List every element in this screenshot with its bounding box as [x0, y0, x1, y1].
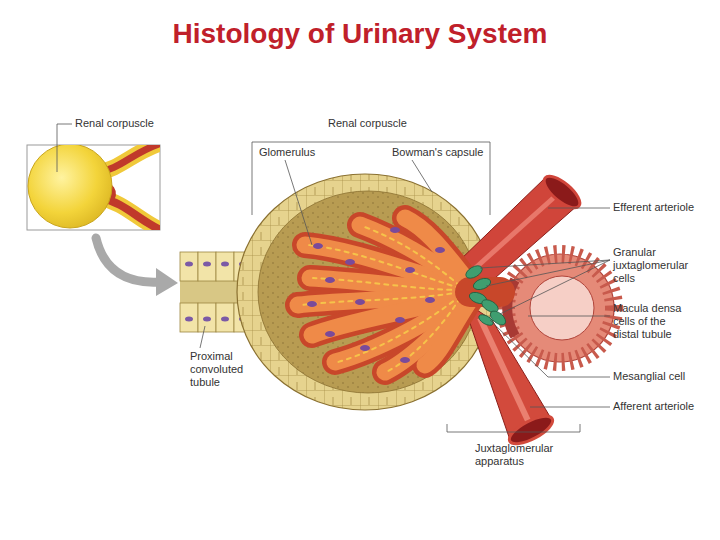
juxtaglomerular-cells [464, 263, 485, 281]
juxtaglomerular-cells [472, 276, 492, 292]
distal-tubule [530, 276, 594, 340]
glomerulus [325, 331, 335, 337]
glomerulus [302, 292, 460, 305]
proximal-tubule [221, 262, 229, 267]
glomerulus [313, 278, 460, 290]
part-label: Proximal convoluted tubule [190, 350, 254, 389]
glomerulus [307, 301, 317, 307]
part-label: Mesanglial cell [613, 370, 713, 383]
part-label: Renal corpuscle [328, 117, 438, 130]
pointer-arrow [156, 268, 178, 296]
efferent-arteriole [458, 171, 585, 300]
page-title: Histology of Urinary System [0, 18, 720, 50]
leader-lines [200, 142, 610, 432]
part-label: Juxtaglomerular apparatus [475, 442, 570, 468]
leader-lines [285, 160, 312, 245]
glomerulus [435, 247, 445, 253]
proximal-tubule [203, 317, 211, 322]
proximal-tubule [185, 262, 193, 267]
proximal-tubule [216, 303, 234, 332]
glomerulus [405, 267, 415, 273]
proximal-tubule [180, 303, 198, 332]
bowmans-capsule [237, 174, 493, 410]
proximal-tubule [198, 252, 216, 281]
glomerulus [298, 218, 500, 372]
proximal-tubule [180, 252, 198, 281]
pointer-arrow [96, 238, 160, 282]
inset-frame [27, 124, 165, 232]
part-label: Granular juxtaglomerular cells [613, 246, 701, 285]
proximal-tubule [198, 303, 216, 332]
glomerulus [385, 298, 470, 372]
leader-lines [530, 407, 610, 408]
glomerulus [313, 243, 323, 249]
glomerulus [302, 226, 460, 371]
part-label: Renal corpuscle [75, 117, 175, 130]
glomerulus [355, 299, 365, 305]
leader-lines [447, 424, 580, 432]
glomerulus [425, 300, 470, 365]
inset-frame [28, 145, 112, 228]
pointer-arrow [96, 238, 178, 296]
leader-lines [486, 260, 610, 286]
glomerulus [388, 298, 460, 371]
efferent-arteriole [539, 171, 584, 213]
glomerulus [362, 226, 460, 286]
leader-lines [200, 326, 205, 348]
afferent-arteriole [462, 300, 556, 449]
glomerulus [338, 296, 460, 362]
bowmans-capsule [258, 191, 478, 393]
glomerulus [395, 317, 405, 323]
leader-lines [490, 320, 610, 377]
glomerulus [345, 259, 355, 265]
leader-lines [528, 316, 610, 317]
proximal-tubule [221, 317, 229, 322]
inset-frame [28, 145, 160, 230]
glomerulus [390, 227, 400, 233]
part-label: Glomerulus [259, 146, 349, 159]
juxtaglomerular-cells [464, 263, 508, 327]
inset-frame [57, 124, 72, 172]
glomerulus [360, 345, 370, 351]
juxtaglomerular-cells [477, 313, 495, 328]
glomerulus [298, 218, 470, 372]
part-label: Bowman's capsule [392, 146, 502, 159]
part-label: Afferent arteriole [613, 400, 718, 413]
glomerulus [325, 277, 335, 283]
efferent-arteriole [462, 192, 560, 280]
afferent-arteriole [480, 318, 530, 425]
bowmans-capsule [237, 174, 493, 410]
proximal-tubule [203, 262, 211, 267]
leader-lines [500, 260, 610, 314]
glomerulus [307, 227, 445, 363]
glomerulus [298, 218, 470, 372]
proximal-tubule [185, 317, 193, 322]
part-label: Efferent arteriole [613, 201, 718, 214]
part-label: Macula densa cells of the distal tubule [613, 302, 693, 341]
proximal-tubule [216, 252, 234, 281]
glomerulus [425, 297, 435, 303]
leader-lines [548, 208, 610, 209]
leader-lines [412, 160, 432, 192]
glomerulus [400, 357, 410, 363]
